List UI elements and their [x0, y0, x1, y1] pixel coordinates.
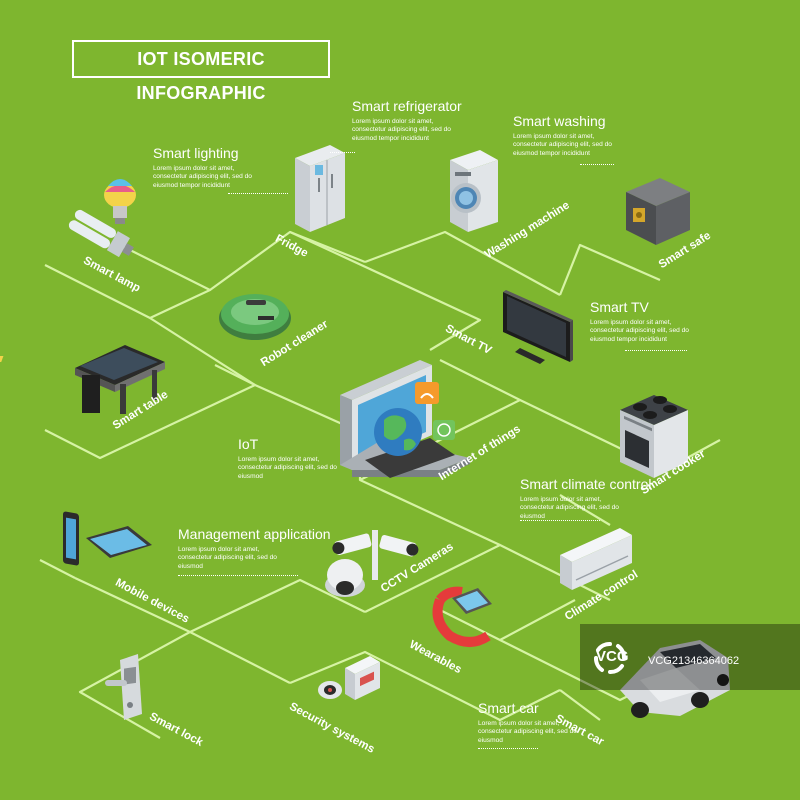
lorem-iot: Lorem ipsum dolor sit amet, consectetur …: [238, 456, 337, 480]
dotted-leader: [625, 350, 687, 351]
smart-table-icon: [0, 345, 165, 414]
lorem-smart-washing: Lorem ipsum dolor sit amet, consectetur …: [513, 133, 612, 157]
line-safe: [558, 243, 661, 296]
dotted-leader: [228, 193, 288, 194]
smart-safe-icon: [626, 178, 690, 245]
caption-management-application: Management application: [178, 526, 331, 542]
dotted-leader: [478, 748, 538, 749]
lorem-smart-car: Lorem ipsum dolor sit amet, consectetur …: [478, 720, 577, 744]
caption-smart-washing: Smart washing: [513, 113, 606, 129]
watermark-id: VCG21346364062: [648, 655, 740, 667]
line-table: [44, 364, 257, 460]
line-car-down: [559, 689, 601, 721]
line-fridge: [289, 230, 366, 264]
caption-smart-lighting: Smart lighting: [153, 145, 239, 161]
line-washing: [364, 230, 561, 296]
robot-cleaner-icon: [219, 294, 291, 340]
smart-tv-icon: [503, 290, 573, 364]
line-security: [289, 650, 561, 722]
dotted-leader: [520, 520, 600, 521]
smart-cooker-icon: [620, 395, 688, 478]
line-mobile-left: [39, 559, 76, 579]
dotted-leader: [580, 164, 614, 165]
caption-smart-refrigerator: Smart refrigerator: [352, 98, 462, 114]
fridge-icon: [295, 145, 345, 232]
cctv-cameras-icon: [325, 530, 419, 597]
smart-car-icon: [620, 640, 730, 718]
laptop-icon: [340, 360, 470, 478]
smart-lock-icon: [105, 654, 142, 720]
climate-control-icon: [560, 528, 632, 590]
line-robot: [149, 317, 256, 386]
caption-smart-car: Smart car: [478, 700, 539, 716]
lorem-smart-tv: Lorem ipsum dolor sit amet, consectetur …: [590, 319, 689, 343]
lorem-smart-lighting: Lorem ipsum dolor sit amet, consectetur …: [153, 165, 252, 189]
mobile-devices-icon: [63, 511, 152, 566]
caption-smart-tv: Smart TV: [590, 299, 649, 315]
watermark-band: [580, 624, 800, 690]
lorem-smart-climate-control: Lorem ipsum dolor sit amet, consectetur …: [520, 496, 619, 520]
wearables-icon: [432, 586, 492, 647]
watermark-logo-icon: [594, 642, 626, 674]
line-mobile: [74, 577, 366, 634]
dotted-leader: [330, 152, 355, 153]
watermark-brand: VCG: [596, 648, 629, 665]
dotted-leader: [178, 575, 298, 576]
lorem-smart-refrigerator: Lorem ipsum dolor sit amet, consectetur …: [352, 118, 451, 142]
caption-smart-climate-control: Smart climate control: [520, 476, 652, 492]
line-lamp: [44, 244, 212, 320]
line-climate: [559, 494, 611, 526]
line-backbone-top: [209, 230, 482, 351]
smart-lamp-icon: [68, 179, 136, 258]
washing-machine-icon: [450, 150, 498, 232]
caption-iot: IoT: [238, 436, 259, 452]
lorem-management-application: Lorem ipsum dolor sit amet, consectetur …: [178, 546, 277, 570]
infographic-title: IOT ISOMERIC INFOGRAPHIC: [72, 40, 330, 103]
line-lock: [78, 631, 191, 739]
line-lock-down: [189, 631, 291, 684]
security-systems-icon: [318, 656, 380, 700]
